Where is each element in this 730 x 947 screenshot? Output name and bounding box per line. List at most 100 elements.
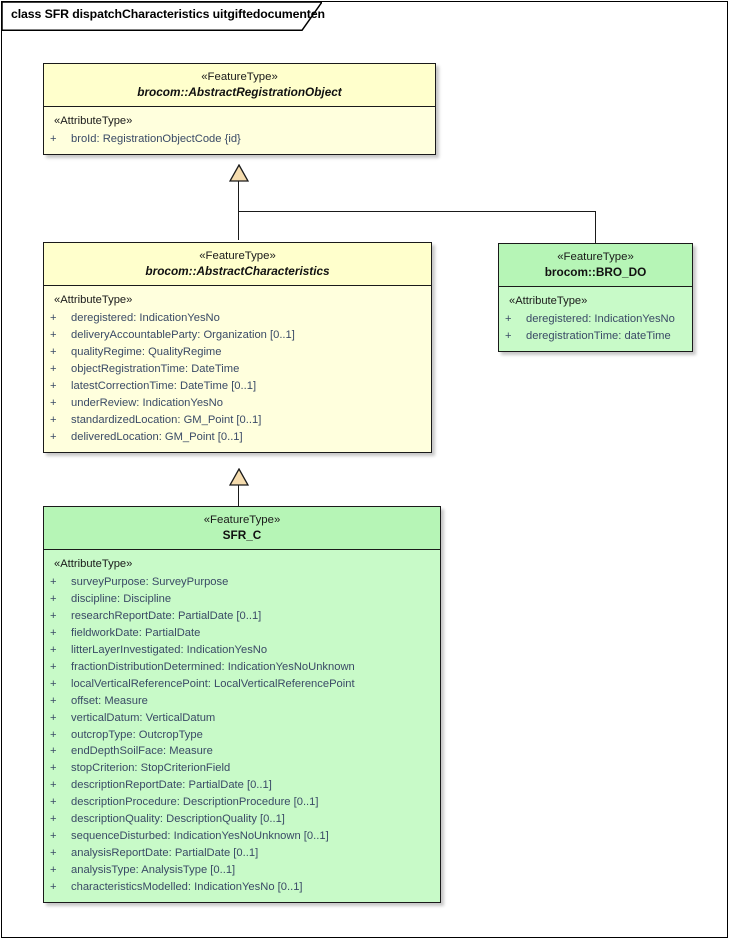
- attribute-row: + qualityRegime: QualityRegime: [44, 344, 431, 361]
- attribute-label: characteristicsModelled: IndicationYesNo…: [71, 880, 303, 893]
- attribute-visibility: +: [50, 312, 57, 325]
- attribute-label: localVerticalReferencePoint: LocalVertic…: [71, 677, 355, 690]
- attribute-label: litterLayerInvestigated: IndicationYesNo: [71, 644, 268, 657]
- attribute-row: + objectRegistrationTime: DateTime: [44, 361, 431, 378]
- attribute-row: +researchReportDate: PartialDate [0..1]: [44, 608, 440, 625]
- attribute-visibility: +: [50, 627, 57, 640]
- attribute-row: + sequenceDisturbed: IndicationYesNoUnkno…: [44, 828, 440, 845]
- attribute-compartment-sfr-c: «AttributeType» + surveyPurpose: SurveyPu…: [44, 549, 440, 902]
- attribute-row: + fractionDistributionDetermined: Indicat…: [44, 659, 440, 676]
- attribute-row: + deregistrationTime: dateTime: [499, 328, 692, 345]
- attribute-visibility: +: [50, 660, 57, 673]
- generalization-line-characteristics-vertical: [238, 180, 240, 240]
- attribute-compartment-abstract-registration-object: «AttributeType» +broId: RegistrationObje…: [44, 106, 435, 155]
- attribute-visibility: +: [50, 329, 57, 342]
- class-box-abstract-registration-object[interactable]: «FeatureType» brocom::AbstractRegistrati…: [43, 63, 436, 156]
- attribute-visibility: +: [50, 728, 57, 741]
- attribute-visibility: +: [50, 346, 57, 359]
- attribute-compartment-bro-do: «AttributeType» +deregistered: Indicatio…: [499, 286, 692, 352]
- diagram-title-tab[interactable]: class SFR dispatchCharacteristics uitgif…: [2, 2, 325, 31]
- attribute-label: standardizedLocation: GM_Point [0..1]: [71, 413, 262, 426]
- attribute-row: +discipline: Discipline: [44, 591, 440, 608]
- attribute-label: endDepthSoilFace: Measure: [71, 745, 213, 758]
- attribute-label: descriptionReportDate: PartialDate [0..1…: [71, 779, 272, 792]
- attribute-label: outcropType: OutcropType: [71, 728, 203, 741]
- class-box-bro-do[interactable]: «FeatureType» brocom::BRO_DO «AttributeT…: [498, 243, 693, 353]
- attribute-label: descriptionQuality: DescriptionQuality […: [71, 813, 285, 826]
- attribute-label: broId: RegistrationObjectCode {id}: [71, 133, 241, 146]
- attribute-visibility: +: [50, 413, 57, 426]
- class-header-abstract-registration-object: «FeatureType» brocom::AbstractRegistrati…: [44, 64, 435, 107]
- attribute-label: surveyPurpose: SurveyPurpose: [71, 576, 229, 589]
- generalization-arrowhead-characteristics: [229, 468, 249, 486]
- attribute-visibility: +: [505, 330, 512, 343]
- attribute-label: sequenceDisturbed: IndicationYesNoUnknow…: [71, 830, 329, 842]
- attribute-visibility: +: [50, 796, 57, 809]
- attribute-row: +verticalDatum: VerticalDatum: [44, 710, 440, 727]
- compartment-stereotype: «AttributeType»: [54, 114, 133, 127]
- class-box-abstract-characteristics[interactable]: «FeatureType» brocom::AbstractCharacteri…: [43, 242, 432, 453]
- attribute-visibility: +: [50, 745, 57, 758]
- compartment-stereotype: «AttributeType»: [54, 293, 133, 306]
- attribute-row: +offset: Measure: [44, 693, 440, 710]
- attribute-visibility: +: [50, 711, 57, 724]
- attribute-visibility: +: [50, 762, 57, 775]
- attribute-label: latestCorrectionTime: DateTime [0..1]: [71, 380, 257, 393]
- attribute-row: + outcropType: OutcropType: [44, 727, 440, 744]
- attribute-label: objectRegistrationTime: DateTime: [71, 363, 240, 376]
- attribute-label: underReview: IndicationYesNo: [71, 396, 223, 409]
- attribute-label: qualityRegime: QualityRegime: [71, 346, 222, 359]
- attribute-row: +litterLayerInvestigated: IndicationYesN…: [44, 642, 440, 659]
- compartment-stereotype: «AttributeType»: [509, 294, 588, 307]
- attribute-label: researchReportDate: PartialDate [0..1]: [71, 610, 262, 623]
- attribute-row: +descriptionProcedure: DescriptionProced…: [44, 794, 440, 811]
- attribute-row: +broId: RegistrationObjectCode {id}: [44, 131, 435, 148]
- attribute-visibility: +: [50, 576, 57, 589]
- generalization-line-brodo-horizontal: [238, 211, 596, 213]
- class-header-sfr-c: «FeatureType» SFR_C: [44, 507, 440, 550]
- attribute-label: deregistrationTime: dateTime: [526, 330, 671, 343]
- class-header-bro-do: «FeatureType» brocom::BRO_DO: [499, 244, 692, 287]
- attribute-row: + endDepthSoilFace: Measure: [44, 743, 440, 760]
- class-stereotype: «FeatureType»: [199, 250, 276, 262]
- attribute-label: deliveryAccountableParty: Organization […: [71, 329, 295, 342]
- attribute-label: deregistered: IndicationYesNo: [71, 312, 220, 325]
- attribute-row: +characteristicsModelled: IndicationYesN…: [44, 879, 440, 896]
- attribute-visibility: +: [50, 846, 57, 859]
- diagram-title-tab-shape: [2, 2, 322, 31]
- attribute-visibility: +: [50, 779, 57, 792]
- attribute-visibility: +: [50, 694, 57, 707]
- attribute-label: deliveredLocation: GM_Point [0..1]: [71, 430, 243, 443]
- attribute-row: + deliveryAccountableParty: Organization …: [44, 327, 431, 344]
- attribute-visibility: +: [505, 313, 512, 326]
- class-name: SFR_C: [222, 528, 262, 543]
- attribute-row: +deregistered: IndicationYesNo: [499, 311, 692, 328]
- class-stereotype: «FeatureType»: [201, 71, 278, 83]
- attribute-row: + deregistered: IndicationYesNo: [44, 310, 431, 327]
- attribute-row: + standardizedLocation: GM_Point [0..1]: [44, 412, 431, 429]
- attribute-visibility: +: [50, 396, 57, 409]
- attribute-row: +stopCriterion: StopCriterionField: [44, 760, 440, 777]
- class-stereotype: «FeatureType»: [203, 514, 281, 526]
- attribute-visibility: +: [50, 830, 57, 842]
- attribute-visibility: +: [50, 380, 57, 393]
- attribute-label: analysisReportDate: PartialDate [0..1]: [71, 846, 259, 859]
- class-box-sfr-c[interactable]: «FeatureType» SFR_C «AttributeType» + sur…: [43, 506, 441, 903]
- generalization-arrowhead-registrationobject: [229, 164, 249, 182]
- attribute-label: fractionDistributionDetermined: Indicati…: [71, 660, 355, 673]
- attribute-visibility: +: [50, 430, 57, 443]
- attribute-row: +analysisType: AnalysisType [0..1]: [44, 862, 440, 879]
- attribute-visibility: +: [50, 593, 57, 606]
- attribute-row: + analysisReportDate: PartialDate [0..1]: [44, 845, 440, 862]
- generalization-line-brodo-vertical: [594, 211, 596, 243]
- diagram-title-label: class SFR dispatchCharacteristics uitgif…: [11, 7, 325, 21]
- compartment-stereotype: «AttributeType»: [54, 557, 133, 570]
- class-header-abstract-characteristics: «FeatureType» brocom::AbstractCharacteri…: [44, 243, 431, 286]
- attribute-visibility: +: [50, 863, 57, 876]
- class-name: brocom::AbstractCharacteristics: [145, 264, 330, 279]
- attribute-compartment-abstract-characteristics: «AttributeType» + deregistered: Indicatio…: [44, 285, 431, 452]
- generalization-line-sfrc-vertical: [238, 485, 240, 511]
- attribute-visibility: +: [50, 363, 57, 376]
- attribute-row: + underReview: IndicationYesNo: [44, 395, 431, 412]
